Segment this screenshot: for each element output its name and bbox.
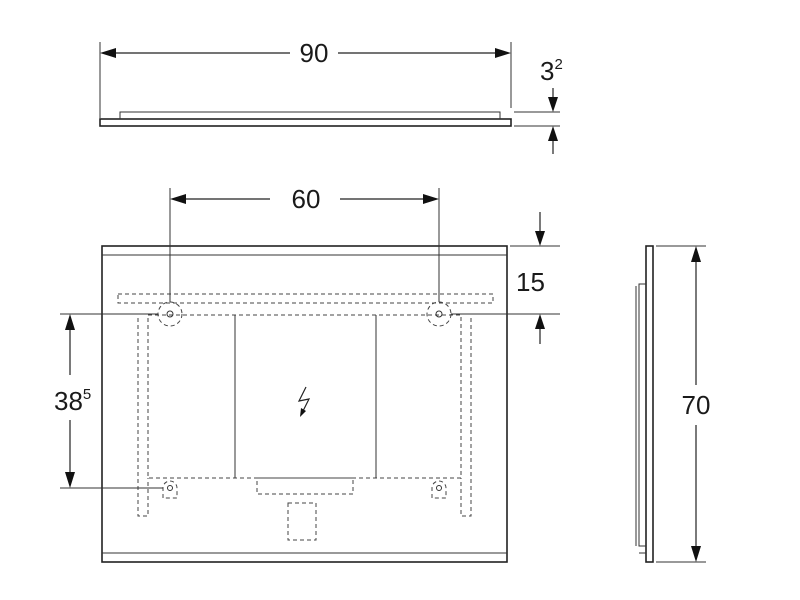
- dim-depth-sup: 2: [554, 56, 562, 73]
- mounting-hole-top-right: [426, 301, 452, 327]
- hidden-leg-left: [137, 318, 149, 517]
- dim-vertical-sup: 5: [83, 386, 91, 403]
- top-view-front-panel: [119, 111, 501, 119]
- arrow-depth-up: [548, 126, 558, 141]
- dim-depth-main: 3: [540, 56, 554, 86]
- dim-hole-spacing: 60: [292, 184, 321, 214]
- arrow-height-up: [691, 246, 701, 262]
- keyhole-bottom-right: [431, 480, 447, 499]
- dim-vertical-main: 38: [54, 386, 83, 416]
- arrow-holes-left: [170, 194, 186, 204]
- arrow-holes-right: [423, 194, 439, 204]
- arrow-offset-down: [535, 231, 545, 246]
- top-view: 90 32: [99, 38, 563, 154]
- hidden-cabinet-outline: [147, 314, 462, 479]
- arrow-right: [495, 48, 511, 58]
- lightning-bolt-icon: [297, 386, 311, 417]
- dim-top-offset: 15: [516, 267, 545, 297]
- hidden-socket-box: [287, 502, 317, 541]
- dim-overall-width: 90: [300, 38, 329, 68]
- hidden-bottom-box: [256, 477, 354, 495]
- arrow-height-down: [691, 546, 701, 562]
- arrow-depth-down: [548, 97, 558, 112]
- top-view-body: [99, 118, 512, 127]
- side-view: 70: [635, 245, 711, 563]
- side-view-cabinet: [638, 283, 646, 547]
- dim-vertical-spacing: 385: [54, 386, 91, 416]
- side-view-panel: [645, 245, 654, 563]
- front-view: 60 15 385: [54, 184, 560, 563]
- arrow-vertical-down: [65, 472, 75, 488]
- hidden-top-rail: [117, 293, 494, 304]
- dim-depth: 32: [540, 56, 563, 86]
- keyhole-bottom-left: [162, 480, 178, 499]
- front-view-body: [101, 245, 508, 563]
- dim-overall-height: 70: [682, 390, 711, 420]
- arrow-offset-up: [535, 314, 545, 329]
- hidden-leg-right: [460, 318, 472, 517]
- mounting-hole-top-left: [157, 301, 183, 327]
- arrow-left: [100, 48, 116, 58]
- arrow-vertical-up: [65, 314, 75, 330]
